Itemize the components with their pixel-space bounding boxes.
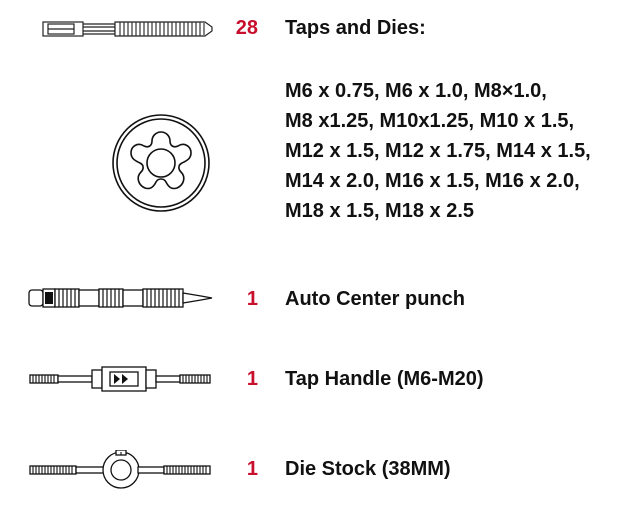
center-punch-icon [28,288,213,308]
item-quantity: 1 [246,458,258,480]
thread-size-line: M8 x1.25, M10x1.25, M10 x 1.5, [285,110,575,132]
item-label: Taps and Dies: [285,17,426,39]
thread-size-line: M12 x 1.5, M12 x 1.75, M14 x 1.5, [285,140,591,162]
item-label: Tap Handle (M6-M20) [285,368,484,390]
item-quantity: 1 [246,288,258,310]
item-label: Die Stock (38MM) [285,458,451,480]
tap-handle-icon [29,366,211,392]
round-die-icon [112,114,210,212]
thread-size-line: M6 x 0.75, M6 x 1.0, M8×1.0, [285,80,547,102]
item-label: Auto Center punch [285,288,465,310]
tap-icon [42,21,213,37]
item-quantity: 28 [235,17,258,39]
thread-size-list: M6 x 0.75, M6 x 1.0, M8×1.0, M8 x1.25, M… [285,76,635,226]
thread-size-line: M18 x 1.5, M18 x 2.5 [285,200,475,222]
thread-size-line: M14 x 2.0, M16 x 1.5, M16 x 2.0, [285,170,580,192]
item-quantity: 1 [246,368,258,390]
die-stock-icon [29,450,211,489]
